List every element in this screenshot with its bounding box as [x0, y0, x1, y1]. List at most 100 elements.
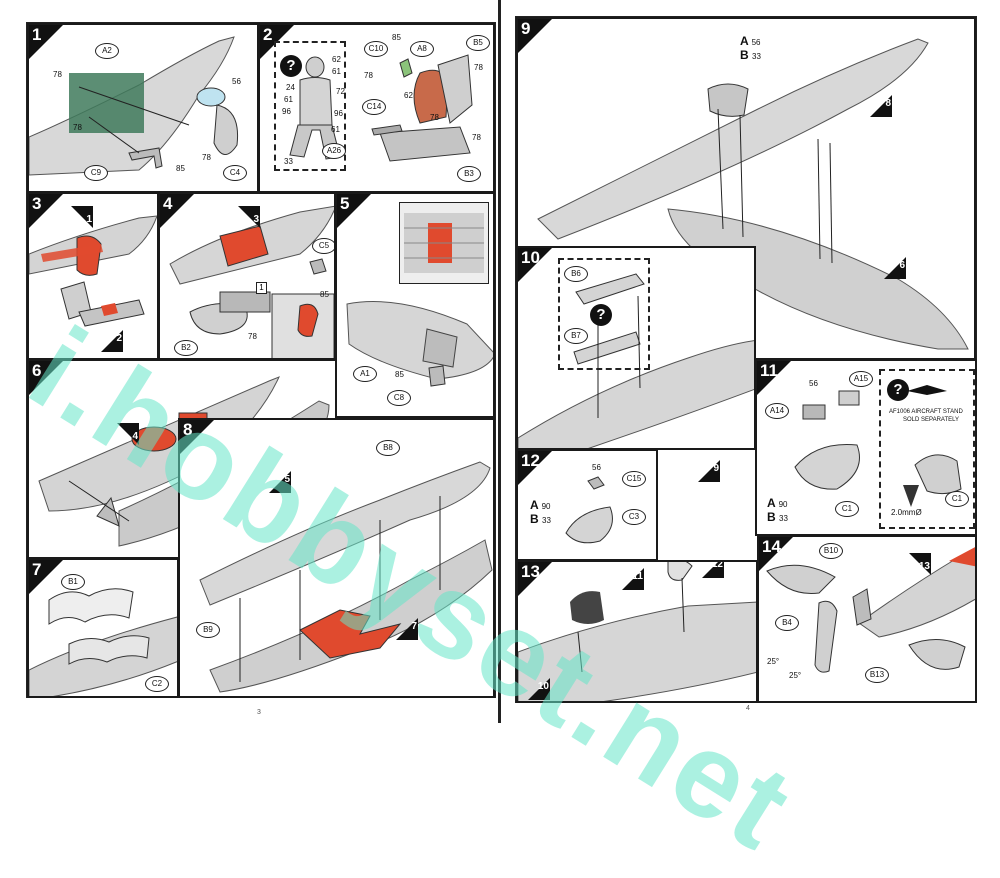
- part-callout-b10: B10: [819, 543, 843, 559]
- step-ref-tag: 2: [101, 330, 123, 352]
- part-number: 78: [364, 71, 373, 80]
- step-number: 12: [521, 451, 540, 470]
- pilot-figure-box: [274, 41, 346, 171]
- part-number: 85: [395, 370, 404, 379]
- part-callout-c8: C8: [387, 390, 411, 406]
- canopy-part-drawing: [565, 476, 613, 544]
- part-number: 78: [202, 153, 211, 162]
- part-number: 78: [73, 123, 82, 132]
- step-12-panel: 12 56 C15 C3 A 90 B 33: [516, 449, 658, 561]
- part-callout-c15: C15: [622, 471, 646, 487]
- part-number: 61: [331, 125, 340, 134]
- page-number-left: 3: [257, 709, 261, 716]
- paint-ref-a: A 90: [530, 498, 551, 512]
- step-10-panel: 10 ? B6 B7: [516, 246, 756, 450]
- step-number: 3: [32, 194, 42, 213]
- part-callout-a1: A1: [353, 366, 377, 382]
- part-callout-c1: C1: [835, 501, 859, 517]
- paint-ref-a: A 90: [767, 496, 788, 510]
- deflection-angle: 25°: [789, 671, 802, 680]
- step-number: 14: [762, 537, 781, 556]
- part-callout-a14: A14: [765, 403, 789, 419]
- part-callout-c4: C4: [223, 165, 247, 181]
- part-callout-a15: A15: [849, 371, 873, 387]
- drill-size: 2.0mmØ: [891, 508, 922, 517]
- wing-fuselage-mating-drawing: [537, 38, 969, 350]
- paint-ref-b: B 33: [767, 510, 788, 524]
- part-callout-b4: B4: [775, 615, 799, 631]
- part-callout-c1-stand: C1: [945, 491, 969, 507]
- part-callout-b5: B5: [466, 35, 490, 51]
- part-number: 96: [334, 109, 343, 118]
- fuselage-half-drawing: [29, 36, 239, 176]
- part-callout-b9: B9: [196, 622, 220, 638]
- part-number: 56: [232, 77, 241, 86]
- step-ref-tag: 12: [702, 562, 724, 578]
- step-ref-tag: 1: [71, 206, 93, 228]
- deflection-angle: 25°: [767, 657, 780, 666]
- step-number: 9: [521, 19, 531, 38]
- step-14-panel: 14 B10 B4 B13 25° 25° 13: [757, 535, 977, 703]
- step-5-panel: 5 A1 C8 85: [335, 192, 495, 418]
- step-badge: [29, 560, 63, 594]
- part-number: 24: [286, 83, 295, 92]
- part-number: 78: [248, 332, 257, 341]
- step-8-panel: 8 B8 B9 7: [178, 418, 495, 698]
- detail-inset: [399, 202, 489, 284]
- cockpit-assembly-drawing: [29, 215, 157, 327]
- step-number: 7: [32, 560, 42, 579]
- step-number: 13: [521, 562, 540, 581]
- step-ref-tag: 10: [528, 678, 550, 700]
- step-ref-tag: 6: [884, 257, 906, 279]
- part-callout-b7: B7: [564, 328, 588, 344]
- canopy-and-stand-drawing: [794, 385, 962, 507]
- part-number: 61: [332, 67, 341, 76]
- step-badge: [160, 194, 194, 228]
- part-callout-c9: C9: [84, 165, 108, 181]
- stand-note: SOLD SEPARATELY: [903, 417, 960, 423]
- stand-note: AF1006 AIRCRAFT STAND: [889, 409, 963, 415]
- question-icon: ?: [590, 304, 612, 326]
- part-callout-a8: A8: [410, 41, 434, 57]
- part-callout-b6: B6: [564, 266, 588, 282]
- part-callout-c10: C10: [364, 41, 388, 57]
- page-number-right: 4: [746, 705, 750, 712]
- step-badge: [518, 451, 552, 485]
- stand-note-box: [879, 369, 975, 529]
- part-callout-b3: B3: [457, 166, 481, 182]
- page-spine: [498, 0, 501, 723]
- part-callout-c3: C3: [622, 509, 646, 525]
- question-icon: ?: [887, 379, 909, 401]
- question-icon: ?: [280, 55, 302, 77]
- step-number: 8: [183, 420, 193, 439]
- part-callout-b13: B13: [865, 667, 889, 683]
- step-1-panel: 1 A2 C9 C4 78 56 78 78 85: [27, 23, 259, 193]
- step-ref-tag: 8: [870, 95, 892, 117]
- tail-surfaces-drawing: [766, 547, 975, 673]
- step-badge: [518, 19, 552, 53]
- step-badge: [518, 248, 552, 282]
- step-3-panel: 3 1 2: [27, 192, 159, 360]
- step-badge: [29, 25, 63, 59]
- paint-ref-b: B 33: [530, 512, 551, 526]
- part-number: 85: [176, 164, 185, 173]
- detail-box-label: 1: [256, 282, 267, 294]
- part-number: 62: [332, 55, 341, 64]
- part-number: 85: [392, 33, 401, 42]
- step-number: 1: [32, 25, 42, 44]
- step-13-panel: 13 11 12 10: [516, 560, 758, 703]
- step-number: 4: [163, 194, 173, 213]
- part-number: 33: [284, 157, 293, 166]
- step-ref-tag: 11: [622, 568, 644, 590]
- step-ref-tag: 4: [117, 423, 139, 445]
- pilot-and-seat-drawing: [289, 54, 473, 162]
- step-ref-tag: 7: [396, 618, 418, 640]
- step-number: 11: [760, 361, 778, 380]
- part-number: 72: [336, 87, 345, 96]
- part-callout-b8: B8: [376, 440, 400, 456]
- wing-assembly-drawing: [199, 461, 493, 693]
- part-number: 78: [430, 113, 439, 122]
- part-number: 56: [592, 463, 601, 472]
- part-number: 78: [472, 133, 481, 142]
- step-number: 2: [263, 25, 273, 44]
